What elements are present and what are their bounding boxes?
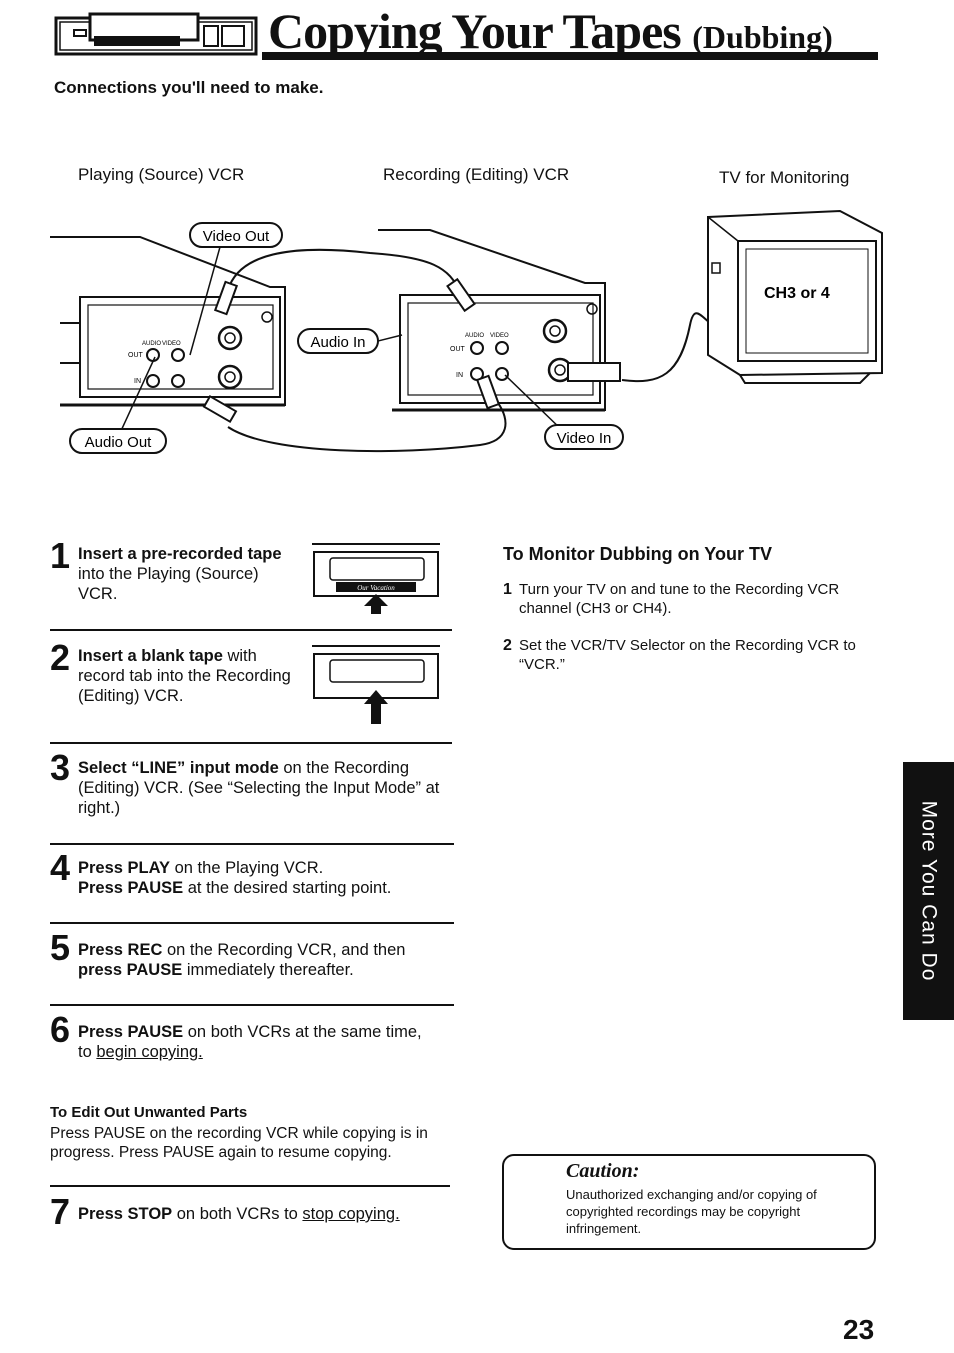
- cassette-label: Our Vacation: [357, 584, 395, 592]
- callout-audio-in: Audio In: [310, 334, 365, 351]
- monitor-item: 1 Turn your TV on and tune to the Record…: [503, 580, 863, 617]
- step-divider: [50, 629, 452, 631]
- step-text: Press PLAY on the Playing VCR.Press PAUS…: [78, 859, 392, 897]
- source-video-jack-label: VIDEO: [162, 341, 181, 347]
- connections-heading: Connections you'll need to make.: [54, 78, 324, 97]
- caution-title: Caution:: [566, 1160, 640, 1182]
- step-divider: [50, 922, 454, 924]
- step-number: 5: [50, 927, 71, 968]
- page-title: Copying Your Tapes (Dubbing): [268, 3, 833, 59]
- edit-out-text: Press PAUSE on the recording VCR while c…: [50, 1125, 428, 1161]
- connection-diagram: AUDIO VIDEO OUT IN AUDIO VIDEO OUT IN: [50, 209, 883, 454]
- step-2: 2 Insert a blank tape with record tab in…: [50, 637, 455, 724]
- callout-audio-out: Audio Out: [85, 434, 153, 451]
- recording-out-label: OUT: [450, 346, 466, 353]
- step-divider: [50, 1185, 450, 1187]
- step-number: 1: [50, 535, 71, 576]
- monitor-item-text: Set the VCR/TV Selector on the Recording…: [519, 637, 856, 673]
- step-text: Press REC on the Recording VCR, and then…: [78, 941, 406, 979]
- label-source-vcr: Playing (Source) VCR: [78, 165, 245, 184]
- recording-in-label: IN: [456, 372, 463, 379]
- monitor-item-number: 2: [503, 637, 512, 654]
- audio-cable: [227, 402, 507, 453]
- page-title-sub: (Dubbing): [692, 19, 833, 55]
- tv-cable: [621, 312, 711, 383]
- step-number: 2: [50, 637, 71, 678]
- cassette-insert-illustration: Our Vacation: [312, 543, 440, 614]
- step-7: 7 Press STOP on both VCRs to stop copyin…: [50, 1194, 455, 1234]
- source-audio-jack-label: AUDIO: [142, 341, 161, 347]
- caution-box: Caution: Unauthorized exchanging and/or …: [502, 1154, 876, 1250]
- edit-out-heading: To Edit Out Unwanted Parts: [50, 1104, 248, 1121]
- step-text: Insert a pre-recorded tape into the Play…: [78, 545, 282, 603]
- callout-video-out: Video Out: [203, 228, 270, 245]
- step-text: Press PAUSE on both VCRs at the same tim…: [78, 1023, 422, 1061]
- section-side-tab: More You Can Do: [903, 762, 954, 1020]
- step-text: Press STOP on both VCRs to stop copying.: [78, 1205, 400, 1223]
- step-6: 6 Press PAUSE on both VCRs at the same t…: [50, 1012, 455, 1072]
- recording-audio-jack-label: AUDIO: [465, 333, 484, 339]
- monitor-item-number: 1: [503, 581, 512, 598]
- step-4: 4 Press PLAY on the Playing VCR.Press PA…: [50, 850, 455, 910]
- monitor-item: 2 Set the VCR/TV Selector on the Recordi…: [503, 636, 863, 673]
- step-text: Insert a blank tape with record tab into…: [78, 647, 291, 705]
- source-in-label: IN: [134, 378, 141, 385]
- step-3: 3 Select “LINE” input mode on the Record…: [50, 750, 455, 820]
- video-cable: [227, 248, 461, 294]
- step-divider: [50, 1004, 454, 1006]
- title-rule: [262, 52, 878, 60]
- blank-cassette-illustration: [312, 645, 440, 724]
- step-divider: [50, 742, 452, 744]
- vcr-header-icon: [54, 12, 258, 56]
- source-out-label: OUT: [128, 352, 144, 359]
- callout-video-in: Video In: [557, 430, 612, 447]
- label-recording-vcr: Recording (Editing) VCR: [383, 165, 570, 184]
- page-number: 23: [843, 1314, 875, 1345]
- monitor-item-text: Turn your TV on and tune to the Recordin…: [519, 581, 840, 617]
- step-number: 3: [50, 747, 71, 788]
- tv-illustration: CH3 or 4: [707, 209, 883, 384]
- step-5: 5 Press REC on the Recording VCR, and th…: [50, 930, 455, 990]
- source-vcr-illustration: AUDIO VIDEO OUT IN: [50, 236, 286, 407]
- step-1: 1 Insert a pre-recorded tape into the Pl…: [50, 535, 455, 614]
- step-number: 7: [50, 1191, 71, 1232]
- recording-video-jack-label: VIDEO: [490, 333, 509, 339]
- label-tv-monitoring: TV for Monitoring: [719, 168, 850, 187]
- step-number: 6: [50, 1009, 71, 1050]
- caution-text: Unauthorized exchanging and/or copying o…: [566, 1187, 817, 1236]
- step-text: Select “LINE” input mode on the Recordin…: [78, 759, 440, 817]
- monitor-heading: To Monitor Dubbing on Your TV: [503, 544, 772, 564]
- step-number: 4: [50, 847, 71, 888]
- step-divider: [50, 843, 454, 845]
- tv-screen-text: CH3 or 4: [764, 285, 830, 302]
